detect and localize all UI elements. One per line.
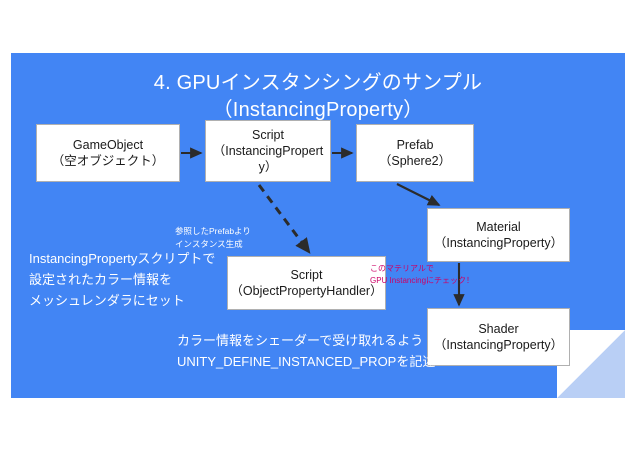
slide-canvas: 4. GPUインスタンシングのサンプル （InstancingProperty）…	[11, 53, 625, 398]
node-shader[interactable]: Shader （InstancingProperty）	[427, 308, 570, 366]
annotation-material-check-note: このマテリアルで GPU Instancingにチェック！	[370, 264, 475, 285]
annotation-left-note: InstancingPropertyスクリプトで 設定されたカラー情報を メッシ…	[29, 251, 216, 308]
node-gameobject[interactable]: GameObject （空オブジェクト）	[36, 124, 180, 182]
node-script-instancingproperty[interactable]: Script （InstancingPropert y）	[205, 120, 331, 182]
node-prefab[interactable]: Prefab （Sphere2）	[356, 124, 474, 182]
node-material[interactable]: Material （InstancingProperty）	[427, 208, 570, 262]
slide-title: 4. GPUインスタンシングのサンプル （InstancingProperty）	[153, 72, 483, 121]
node-script-objectpropertyhandler[interactable]: Script （ObjectPropertyHandler）	[227, 256, 386, 310]
annotation-bottom-note: カラー情報をシェーダーで受け取れるよう UNITY_DEFINE_INSTANC…	[177, 333, 436, 369]
annotation-instance-note: 参照したPrefabより インスタンス生成	[175, 226, 251, 249]
